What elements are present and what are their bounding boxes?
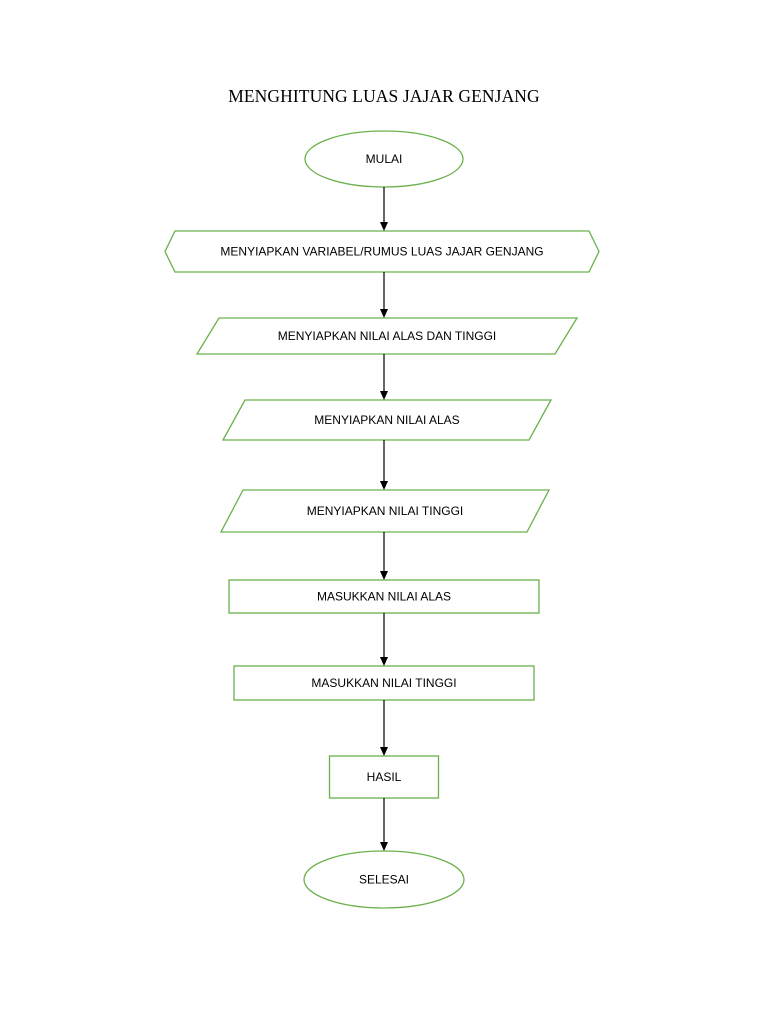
flow-node-selesai: SELESAI	[303, 850, 465, 909]
arrow-head	[380, 309, 388, 318]
node-label: MULAI	[366, 152, 403, 166]
flow-node-masukkan-alas: MASUKKAN NILAI ALAS	[228, 579, 540, 614]
process-shape	[228, 579, 540, 614]
input-output-shape	[195, 317, 579, 355]
flow-arrow-input-tinggi-to-masukkan-alas	[380, 532, 388, 580]
node-label: MENYIAPKAN NILAI ALAS	[314, 413, 459, 427]
flow-arrow-hasil-to-selesai	[380, 798, 388, 851]
node-label: MASUKKAN NILAI ALAS	[317, 590, 451, 604]
flow-arrow-masukkan-alas-to-masukkan-tinggi	[380, 613, 388, 666]
input-output-shape	[219, 489, 551, 533]
node-label: MENYIAPKAN VARIABEL/RUMUS LUAS JAJAR GEN…	[220, 245, 543, 259]
process-shape	[328, 755, 440, 799]
flow-node-hasil: HASIL	[328, 755, 440, 799]
arrow-head	[380, 842, 388, 851]
preparation-shape	[164, 230, 600, 273]
flow-arrow-mulai-to-preparation	[380, 187, 388, 231]
flow-node-input-alas: MENYIAPKAN NILAI ALAS	[221, 399, 553, 441]
node-label: HASIL	[367, 770, 402, 784]
arrow-head	[380, 747, 388, 756]
flow-arrow-input-alas-tinggi-to-input-alas	[380, 354, 388, 400]
arrow-head	[380, 481, 388, 490]
node-label: MENYIAPKAN NILAI TINGGI	[307, 504, 463, 518]
flow-arrow-masukkan-tinggi-to-hasil	[380, 700, 388, 756]
arrow-head	[380, 571, 388, 580]
node-label: SELESAI	[359, 873, 409, 887]
flow-arrow-preparation-to-input-alas-tinggi	[380, 272, 388, 318]
node-label: MENYIAPKAN NILAI ALAS DAN TINGGI	[278, 329, 497, 343]
arrow-head	[380, 222, 388, 231]
arrow-head	[380, 391, 388, 400]
flow-node-input-tinggi: MENYIAPKAN NILAI TINGGI	[219, 489, 551, 533]
process-shape	[233, 665, 535, 701]
input-output-shape	[221, 399, 553, 441]
diagram-title: MENGHITUNG LUAS JAJAR GENJANG	[228, 86, 540, 106]
flow-node-preparation: MENYIAPKAN VARIABEL/RUMUS LUAS JAJAR GEN…	[164, 230, 600, 273]
node-label: MASUKKAN NILAI TINGGI	[311, 676, 456, 690]
arrow-head	[380, 657, 388, 666]
flow-arrow-input-alas-to-input-tinggi	[380, 440, 388, 490]
flow-node-input-alas-tinggi: MENYIAPKAN NILAI ALAS DAN TINGGI	[195, 317, 579, 355]
flow-node-masukkan-tinggi: MASUKKAN NILAI TINGGI	[233, 665, 535, 701]
flow-node-mulai: MULAI	[304, 130, 464, 188]
